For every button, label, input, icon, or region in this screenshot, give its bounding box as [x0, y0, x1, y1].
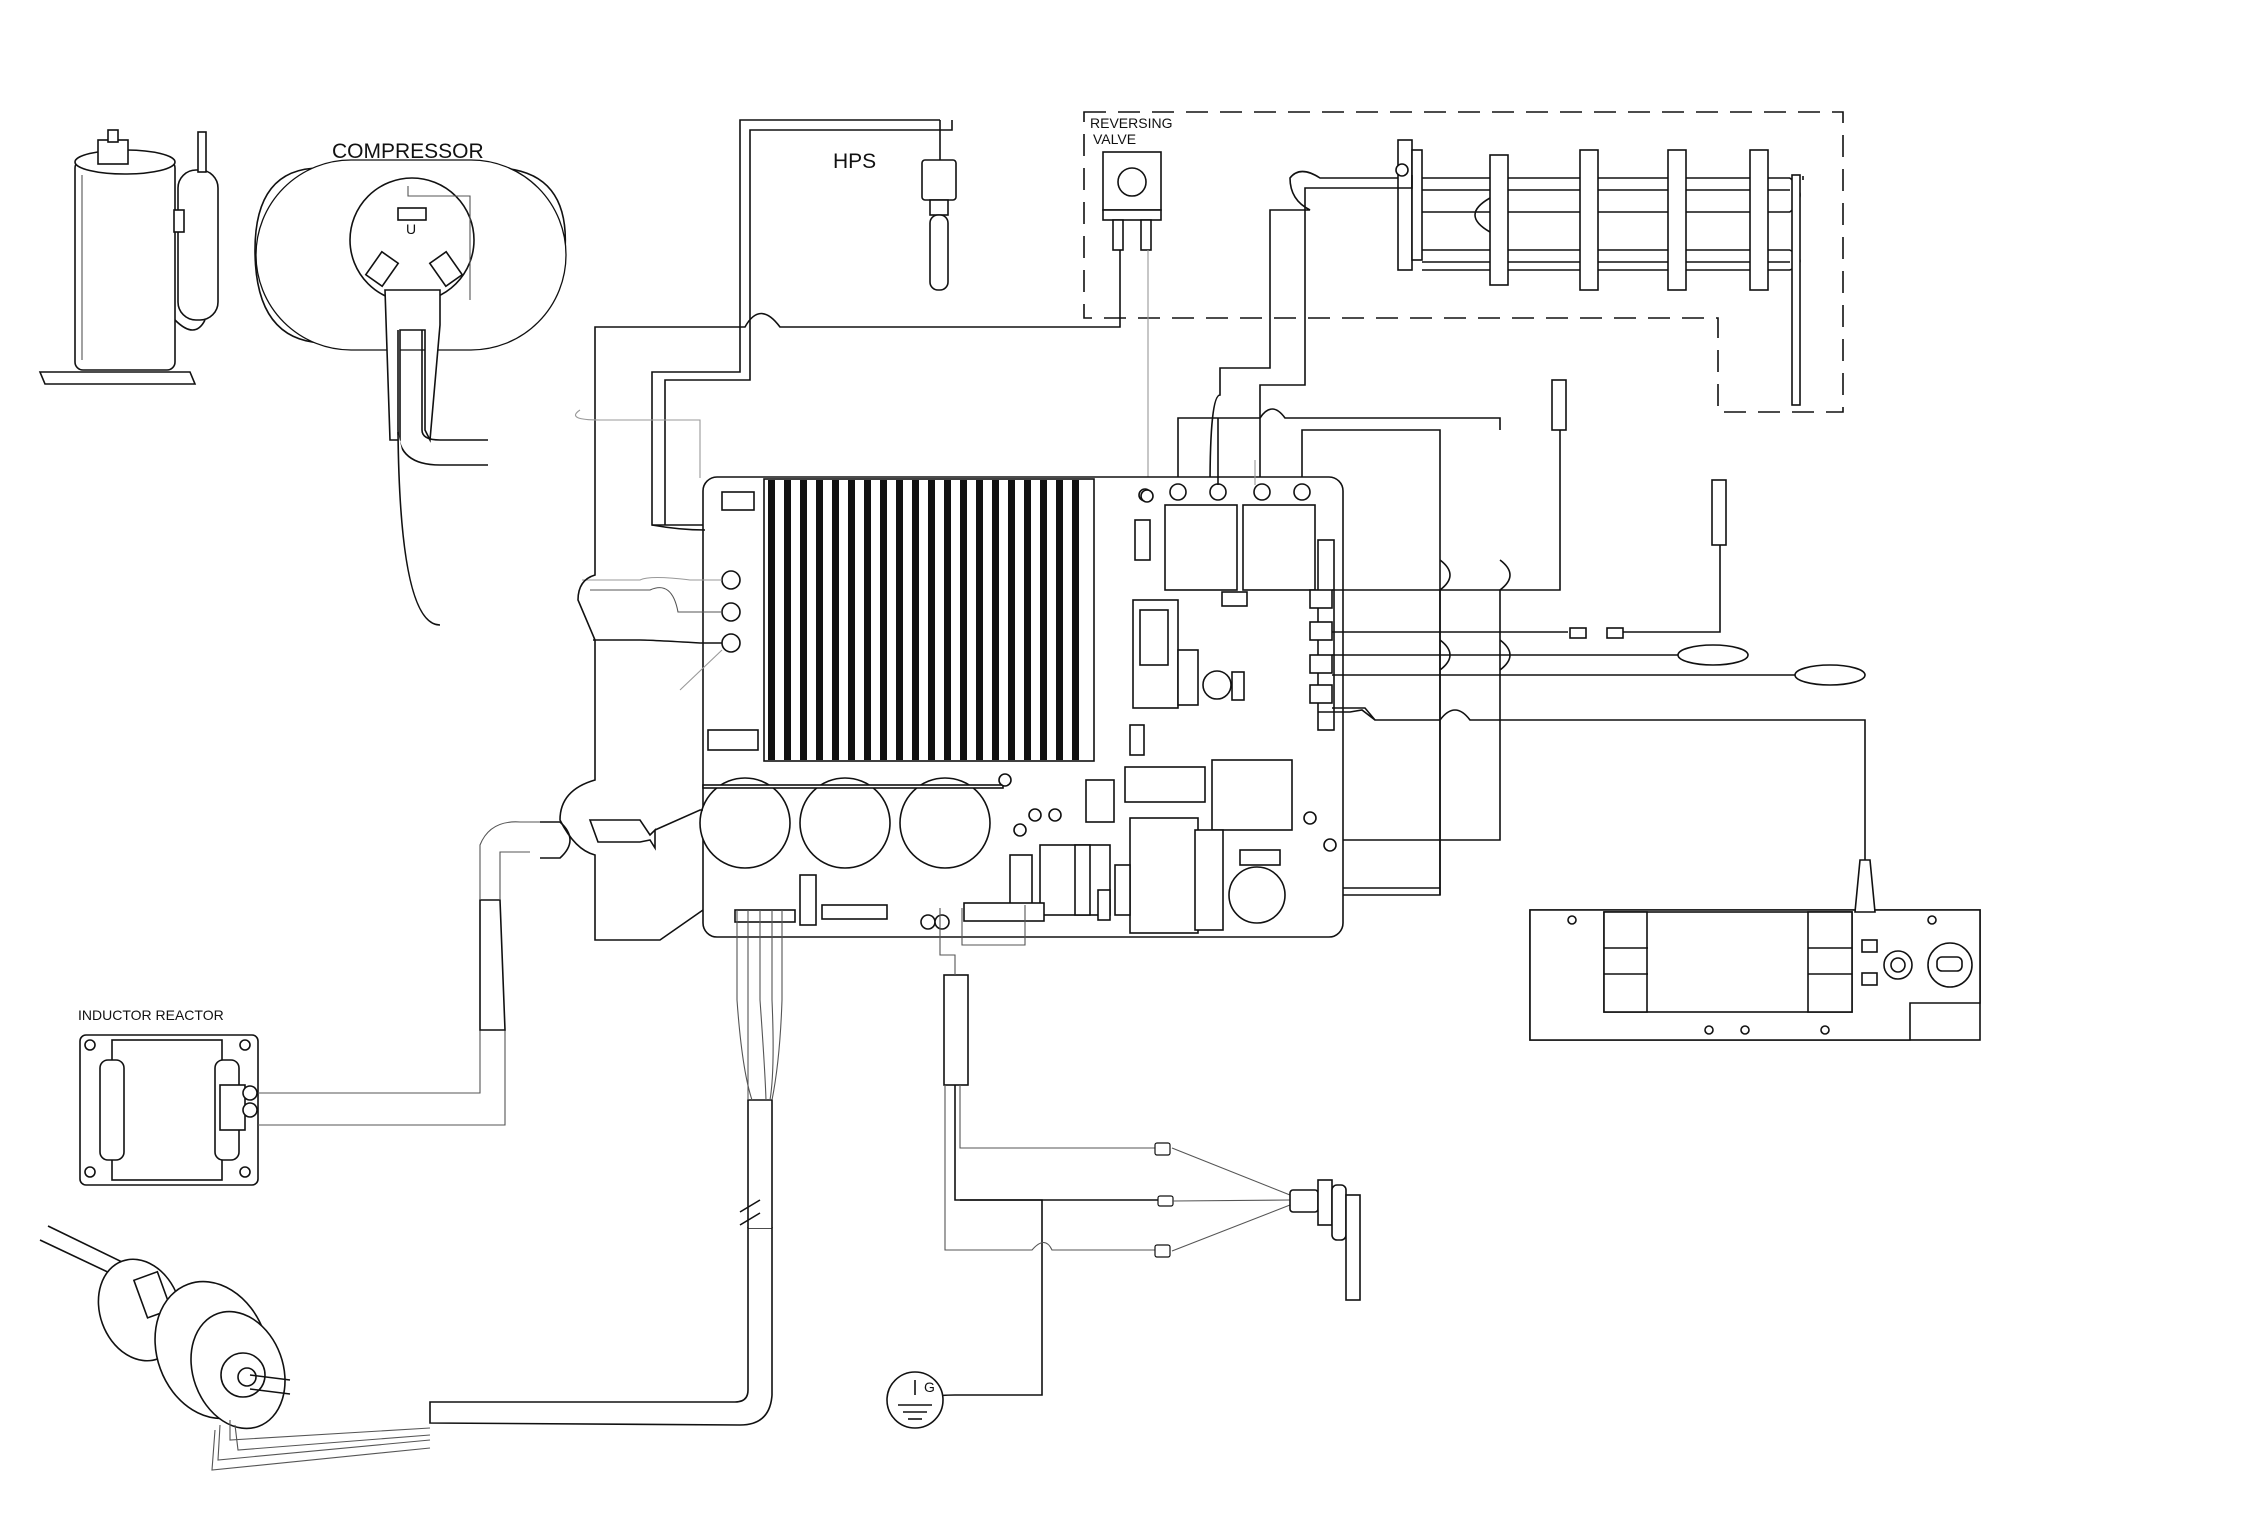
hps-label: HPS [833, 150, 876, 173]
heatsink [764, 479, 1094, 761]
coil-assembly [1396, 140, 1803, 405]
ground-symbol: G [887, 1372, 943, 1428]
compressor-label: COMPRESSOR [332, 140, 484, 163]
fan-motor [40, 1226, 301, 1442]
control-board [700, 477, 1343, 937]
reversing-valve-label-2: VALVE [1093, 131, 1136, 147]
compressor-drawing [40, 130, 218, 384]
power-plug [1290, 1180, 1360, 1300]
inductor-reactor-label: INDUCTOR REACTOR [78, 1007, 224, 1023]
ground-label: G [924, 1379, 935, 1395]
reversing-valve: REVERSING VALVE [1090, 115, 1172, 250]
display-board [1530, 860, 1980, 1040]
inductor-reactor: INDUCTOR REACTOR [78, 1007, 258, 1185]
reversing-valve-label-1: REVERSING [1090, 115, 1172, 131]
compressor-terminal-label: U [406, 221, 416, 237]
hps-switch: HPS [833, 120, 956, 290]
